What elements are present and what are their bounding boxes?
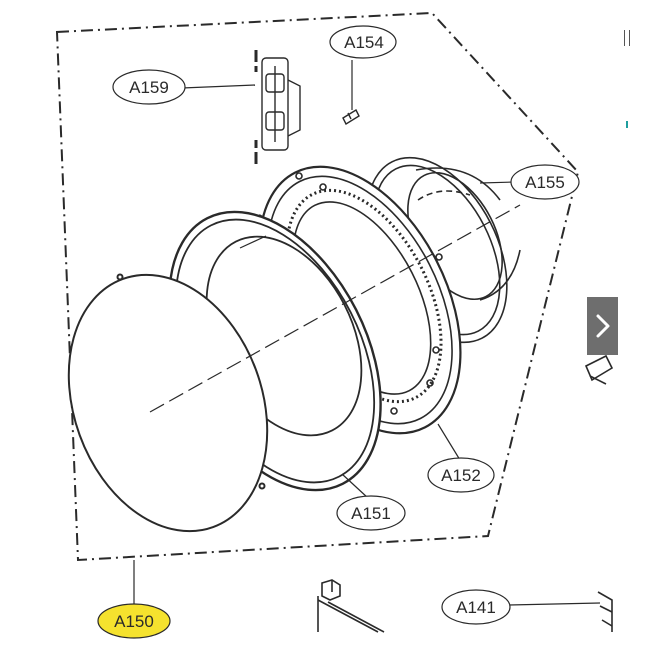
callout-a155: A155 <box>510 164 580 200</box>
assembly-boundary <box>55 11 580 562</box>
door-cover-part <box>67 273 269 533</box>
svg-text:A141: A141 <box>456 598 496 617</box>
svg-text:A155: A155 <box>525 173 565 192</box>
hinge-part <box>254 50 301 164</box>
svg-text:A151: A151 <box>351 504 391 523</box>
accent-mark <box>626 121 628 128</box>
svg-text:A152: A152 <box>441 466 481 485</box>
callout-a154: A154 <box>329 25 397 59</box>
callout-a141: A141 <box>441 589 511 625</box>
svg-text:A150: A150 <box>114 612 154 631</box>
right-edge-part <box>584 354 614 632</box>
callout-a159: A159 <box>112 69 186 105</box>
chevron-right-icon <box>596 314 609 338</box>
assembly-axis-line <box>149 204 521 413</box>
leader-lines <box>133 60 601 606</box>
latch-part <box>342 109 360 125</box>
callout-a152: A152 <box>427 457 495 493</box>
lower-frame-part <box>317 579 385 633</box>
edge-fragment <box>624 30 630 46</box>
callout-a151: A151 <box>336 495 406 531</box>
callout-a150-highlighted: A150 <box>97 603 171 639</box>
svg-text:A154: A154 <box>344 33 384 52</box>
svg-text:A159: A159 <box>129 78 169 97</box>
next-image-button[interactable] <box>587 297 618 355</box>
